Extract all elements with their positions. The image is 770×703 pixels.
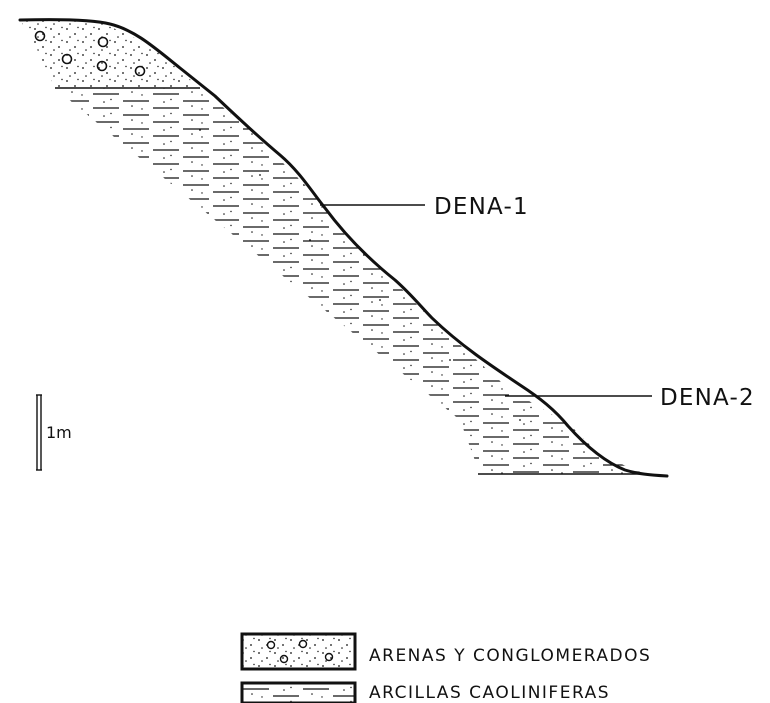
sample-dena-1: DENA-1 xyxy=(320,194,529,220)
kaolinitic-clay-swatch xyxy=(240,681,357,703)
pebble-icon xyxy=(97,36,109,48)
unit-kaolinitic-clays xyxy=(55,88,645,474)
sample-label: DENA-2 xyxy=(660,385,755,411)
slope-profile xyxy=(18,18,669,478)
pebble-icon xyxy=(96,60,108,72)
sample-label: DENA-1 xyxy=(434,194,529,220)
legend-item-sands: ARENAS Y CONGLOMERADOS xyxy=(240,632,651,671)
pebble-icon xyxy=(34,30,46,42)
scale-bar-label: 1m xyxy=(46,423,72,442)
sample-dena-2: DENA-2 xyxy=(505,385,755,411)
legend-label-sands: ARENAS Y CONGLOMERADOS xyxy=(369,646,651,666)
scale-bar: 1m xyxy=(36,394,72,471)
sand-conglomerate-swatch xyxy=(240,632,357,671)
legend: ARENAS Y CONGLOMERADOS ARCILLAS CAOLINIF… xyxy=(240,632,651,703)
unit-sands-conglomerates xyxy=(20,20,200,88)
legend-label-clays: ARCILLAS CAOLINIFERAS xyxy=(369,683,610,703)
pebble-icon xyxy=(61,53,73,65)
pebble-icon xyxy=(134,65,146,77)
legend-item-clays: ARCILLAS CAOLINIFERAS xyxy=(240,681,610,703)
